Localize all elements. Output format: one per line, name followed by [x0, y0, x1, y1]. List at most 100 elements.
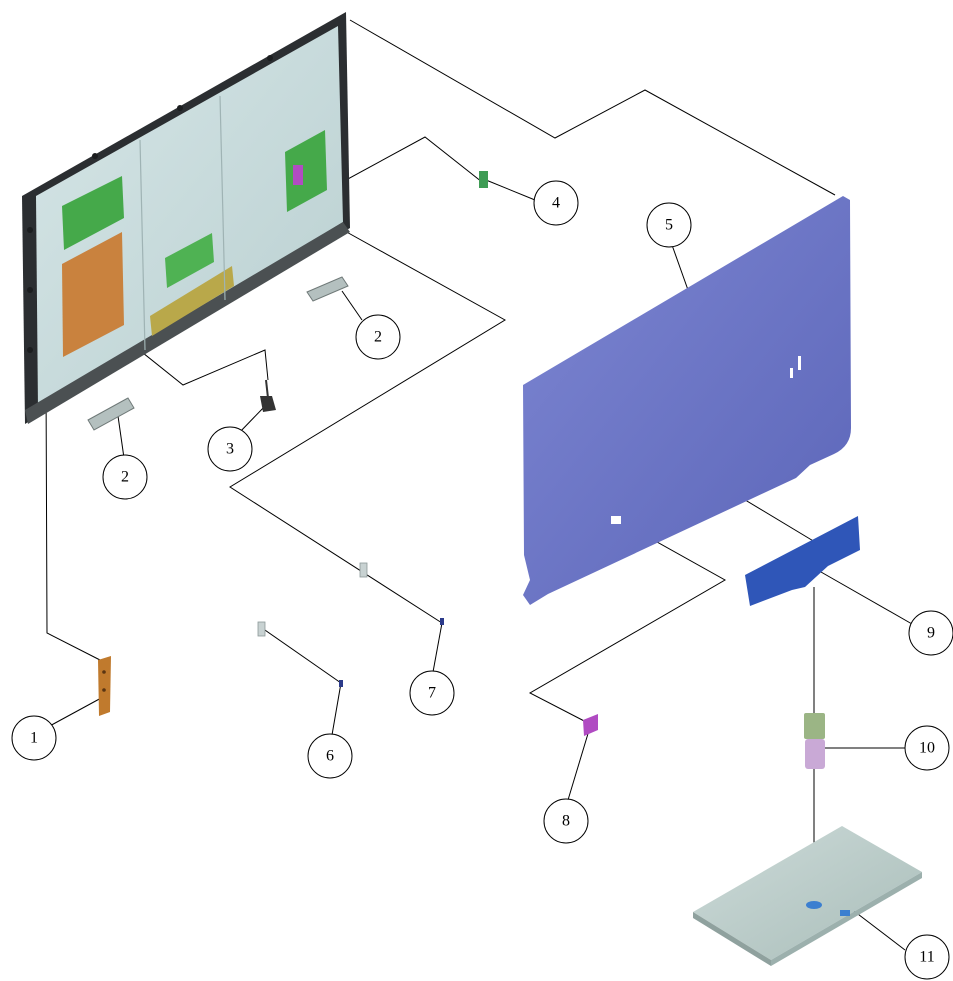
label-10: 10	[919, 740, 935, 757]
back-cover	[523, 196, 851, 605]
callout-1: 1	[11, 715, 57, 761]
callout-4: 4	[533, 180, 579, 226]
bracket-icon	[745, 516, 860, 606]
leader-2a	[341, 290, 363, 321]
frame-screw	[92, 153, 98, 159]
green-board-icon	[285, 130, 327, 212]
stand-bracket	[745, 516, 860, 606]
frame-screw	[27, 287, 33, 293]
leader-9	[820, 571, 913, 625]
screw-icon	[257, 621, 343, 687]
keypad	[583, 714, 598, 736]
green-board-icon	[165, 233, 214, 288]
stand-base-edge	[771, 872, 922, 966]
keypad-icon	[583, 714, 598, 736]
callout-circle	[307, 733, 353, 779]
callout-circle	[908, 610, 953, 656]
callout-circle	[904, 725, 950, 771]
label-1: 1	[30, 730, 38, 747]
leader-8	[567, 726, 591, 801]
label-6: 6	[326, 748, 334, 765]
line-board-to-cable3	[117, 332, 269, 386]
cover-vent	[790, 368, 793, 378]
callout-circle	[355, 314, 401, 360]
panel-bottom-edge	[25, 222, 350, 424]
label-2a: 2	[374, 329, 382, 346]
callout-9: 9	[908, 610, 953, 656]
screw-7	[440, 618, 444, 625]
neck-bottom	[805, 739, 825, 769]
panel-rail	[219, 95, 226, 301]
callouts: 1 2 2 3 4 5 6 7	[11, 180, 953, 980]
callout-7: 7	[409, 670, 455, 716]
frame-screw	[27, 347, 33, 353]
label-2b: 2	[121, 469, 129, 486]
speaker-right	[306, 276, 349, 302]
line-screw6	[261, 627, 342, 684]
main-board-icon	[62, 232, 124, 357]
base-icon	[693, 826, 922, 966]
line-panel-to-screw7	[229, 229, 506, 624]
ir-board	[98, 656, 111, 716]
label-4: 4	[552, 195, 560, 212]
neck-top	[804, 713, 825, 739]
small-board	[479, 171, 488, 188]
callout-circle	[409, 670, 455, 716]
label-3: 3	[226, 441, 234, 458]
stand-base-edge	[693, 912, 771, 966]
callout-5: 5	[646, 202, 692, 248]
frame-screws	[27, 55, 273, 353]
stand-base	[693, 826, 922, 960]
callout-circle	[11, 715, 57, 761]
frame-screw	[27, 227, 33, 233]
speaker-icon	[87, 397, 135, 431]
callout-circle	[904, 934, 950, 980]
leader-7	[432, 622, 443, 673]
pcb-icon	[479, 171, 488, 188]
callout-2b: 2	[102, 454, 148, 500]
leader-1	[45, 696, 104, 729]
callout-11: 11	[904, 934, 950, 980]
callout-8: 8	[543, 798, 589, 844]
neck-icon	[804, 713, 825, 769]
callout-circle	[543, 798, 589, 844]
speaker-icon	[306, 276, 349, 302]
cable-wire	[265, 379, 269, 399]
cover-vent	[798, 356, 801, 370]
label-9: 9	[927, 625, 935, 642]
cable-icon	[260, 379, 276, 412]
leader-11	[849, 907, 906, 951]
clip-6	[257, 621, 266, 637]
panel-rail	[139, 139, 146, 351]
line-cover-to-keypad8	[528, 517, 727, 725]
callout-6: 6	[307, 733, 353, 779]
callout-2a: 2	[355, 314, 401, 360]
leader-4	[485, 179, 536, 201]
label-11: 11	[919, 949, 934, 966]
base-socket	[806, 901, 822, 909]
label-5: 5	[665, 217, 673, 234]
lcd-panel-icon	[22, 12, 350, 424]
callout-circle	[533, 180, 579, 226]
component	[293, 165, 303, 185]
frame-screw	[267, 55, 273, 61]
screw-icon	[359, 562, 444, 625]
leader-6	[331, 682, 342, 736]
ir-board-icon	[98, 656, 111, 716]
callout-10: 10	[904, 725, 950, 771]
green-board-icon	[62, 176, 124, 250]
callout-3: 3	[207, 426, 253, 472]
leader-3	[237, 404, 267, 435]
callout-circle	[102, 454, 148, 500]
power-board-icon	[150, 266, 234, 336]
frame-screw	[177, 105, 183, 111]
screw-6	[339, 680, 343, 687]
callout-circle	[646, 202, 692, 248]
assembly-lines	[28, 19, 913, 951]
leader-2b	[117, 415, 125, 459]
speaker-left	[87, 397, 135, 431]
clip-7	[359, 562, 368, 578]
back-cover-icon	[523, 196, 851, 605]
cable-connector	[260, 396, 276, 412]
